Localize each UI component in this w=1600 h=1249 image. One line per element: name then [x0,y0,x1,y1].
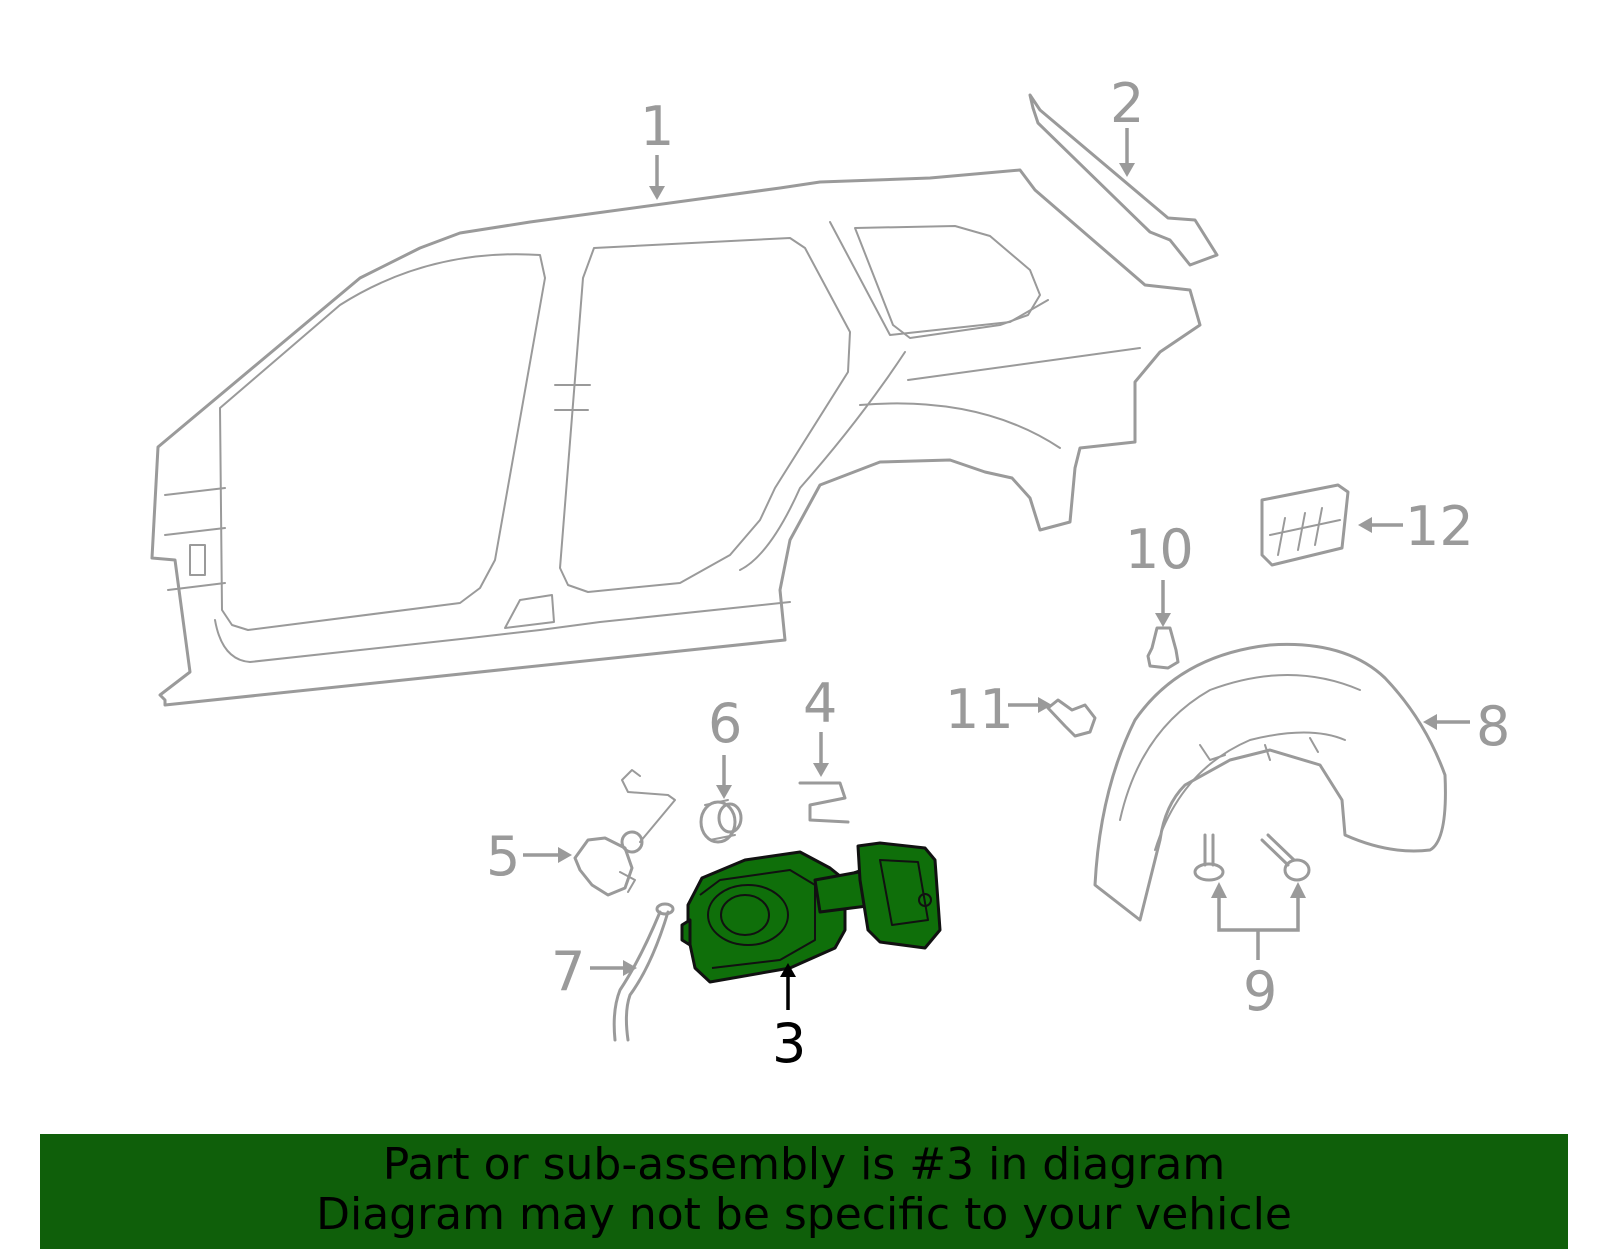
callout-2: 2 [1110,72,1144,135]
callout-1: 1 [640,95,674,158]
part-3-fuel-door-assembly[interactable] [680,841,942,984]
part-11-fastener[interactable] [1046,698,1097,738]
part-1-body-side-panel[interactable] [150,168,1202,707]
part-2-molding-strip[interactable] [1028,93,1219,267]
callout-4: 4 [803,672,837,735]
part-9-bolts[interactable] [1193,833,1311,960]
part-4-clip[interactable] [798,781,850,824]
part-12-vent[interactable] [1260,483,1350,567]
callout-5: 5 [486,825,520,888]
callout-7: 7 [551,940,585,1003]
parts-diagram: 1 2 3 4 5 6 7 8 9 10 11 12 [150,72,1510,1075]
part-10-push-pin[interactable] [1146,626,1180,670]
callout-10: 10 [1125,518,1194,581]
info-banner: Part or sub-assembly is #3 in diagram Di… [40,1134,1568,1249]
callout-6: 6 [708,692,742,755]
part-8-wheelhouse-liner[interactable] [1093,642,1447,922]
banner-line-1: Part or sub-assembly is #3 in diagram [382,1139,1226,1190]
callout-3: 3 [772,1012,806,1075]
callout-9: 9 [1243,960,1277,1023]
part-7-drain-hose[interactable] [612,902,675,1042]
banner-line-2: Diagram may not be specific to your vehi… [316,1189,1292,1240]
callout-12: 12 [1405,495,1474,558]
callout-arrows [523,128,1470,1010]
callout-11: 11 [945,678,1014,741]
callout-8: 8 [1476,695,1510,758]
part-5-latch-actuator[interactable] [573,769,676,897]
part-6-grommet[interactable] [699,799,743,844]
